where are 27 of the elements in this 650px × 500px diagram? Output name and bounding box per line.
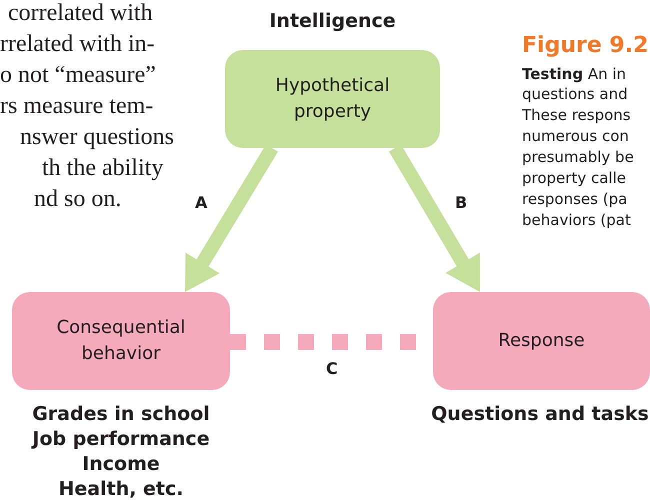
caption-text-line: presumably be — [522, 147, 634, 167]
caption-text-line: property calle — [522, 168, 626, 188]
body-text-line: th the ability — [42, 154, 164, 183]
note-text: Health, etc. — [57, 477, 184, 500]
note-text: Income — [81, 452, 161, 477]
caption-text-line: numerous con — [522, 126, 629, 146]
figure-number: Figure 9.2 — [522, 33, 648, 58]
caption-text-line: questions and — [522, 84, 628, 104]
note-text: Job performance — [30, 427, 211, 452]
body-text-line: correlated with — [8, 0, 153, 28]
note-text: Questions and tasks — [430, 402, 650, 427]
body-text-line: o not “measure” — [0, 61, 156, 90]
rounded-box — [433, 292, 650, 390]
caption-text-line: These respons — [522, 105, 631, 125]
rounded-box — [12, 292, 230, 390]
caption-text-line: Testing An in — [522, 64, 626, 84]
caption-text-line: responses (pa — [522, 189, 628, 209]
body-text-line: rrelated with in- — [0, 30, 155, 59]
node-label: Response — [498, 329, 585, 353]
node-label: Hypothetical property — [274, 74, 391, 124]
node-label: Consequential behavior — [56, 316, 186, 366]
caption-text-line: behaviors (pat — [522, 210, 631, 230]
body-text-line: rs measure tem- — [0, 92, 154, 121]
heading: Intelligence — [268, 10, 397, 32]
body-text-line: nd so on. — [34, 185, 122, 214]
body-text-line: nswer questions — [20, 123, 174, 152]
note-text: Grades in school — [31, 402, 211, 427]
